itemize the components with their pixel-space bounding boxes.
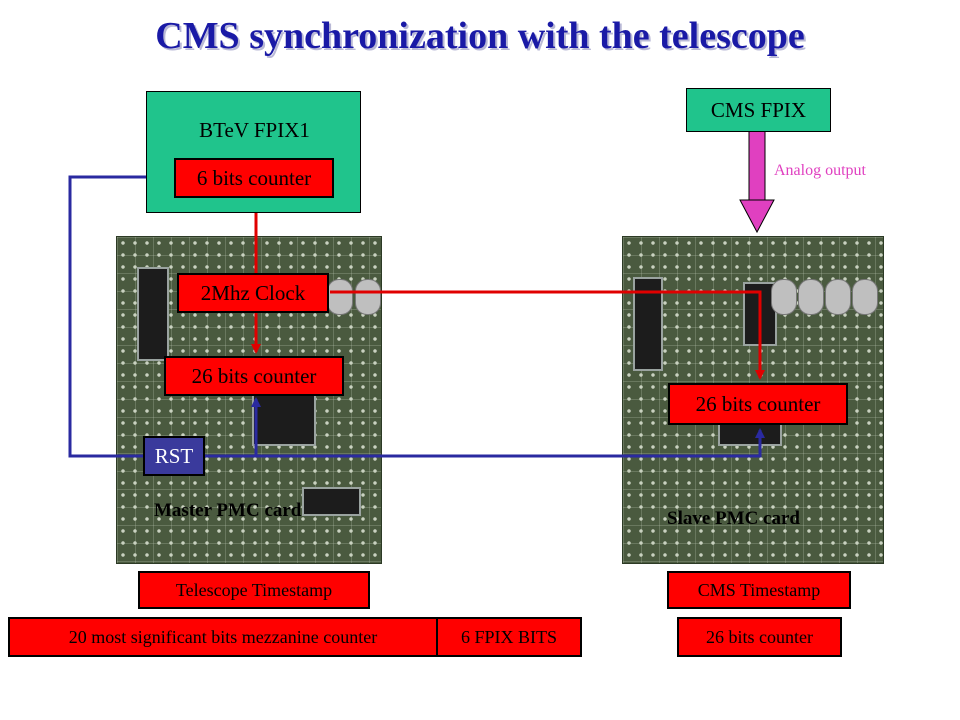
rst-to-master-counter-line xyxy=(204,397,261,458)
clock-to-slave-counter-line xyxy=(330,290,765,380)
btev-fpix1-title: BTeV FPIX1 xyxy=(199,118,310,142)
page-title: CMS synchronization with the telescope xyxy=(155,15,805,57)
rst-to-6bit-line xyxy=(68,172,167,458)
slave-26bit-counter: 26 bits counter xyxy=(668,383,848,425)
cms-fpix-box: CMS FPIX xyxy=(686,88,831,132)
cms-26bit-counter: 26 bits counter xyxy=(677,617,842,657)
telescope-fpix-bits: 6 FPIX BITS xyxy=(436,617,582,657)
btev-6bit-counter: 6 bits counter xyxy=(174,158,334,198)
telescope-timestamp-label: Telescope Timestamp xyxy=(138,571,370,609)
rst-to-slave-counter-line xyxy=(256,428,765,458)
master-26bit-counter: 26 bits counter xyxy=(164,356,344,396)
master-pmc-card-label: Master PMC card xyxy=(154,500,302,521)
analog-output-arrow-head xyxy=(739,199,775,234)
cms-timestamp-label: CMS Timestamp xyxy=(667,571,851,609)
analog-output-label: Analog output xyxy=(774,162,866,179)
master-2mhz-clock: 2Mhz Clock xyxy=(177,273,329,313)
analog-output-arrow-shaft xyxy=(748,130,766,202)
slave-pmc-card-label: Slave PMC card xyxy=(667,508,800,529)
telescope-msb-counter: 20 most significant bits mezzanine count… xyxy=(8,617,438,657)
rst-box: RST xyxy=(143,436,205,476)
